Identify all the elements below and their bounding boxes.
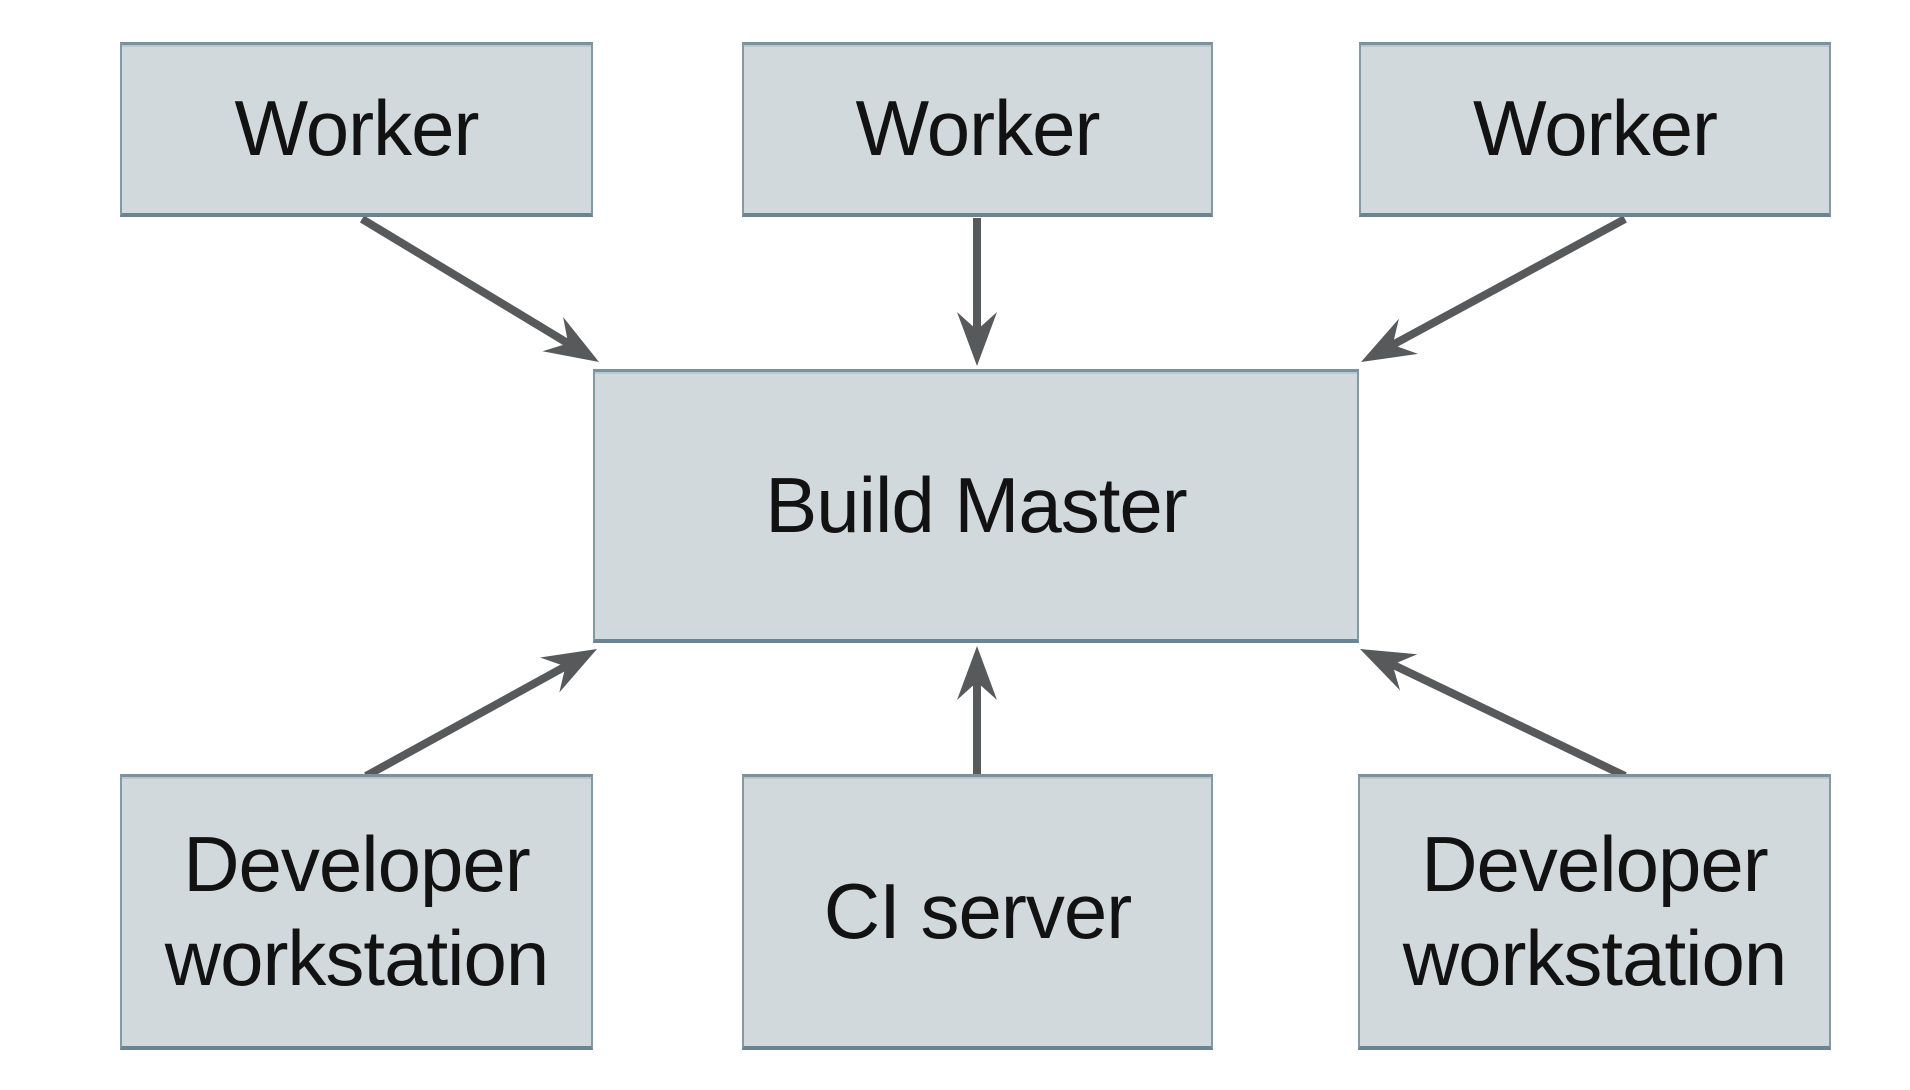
node-ci-server-label: CI server: [823, 866, 1132, 955]
node-worker-3: Worker: [1359, 42, 1831, 217]
arrow-worker-2-to-build-master: [957, 218, 997, 366]
node-worker-1-label: Worker: [234, 84, 480, 173]
node-developer-workstation-1: Developer workstation: [120, 774, 593, 1050]
arrow-worker-1-to-build-master: [359, 215, 599, 362]
arrow-developer-workstation-2-to-build-master: [1360, 649, 1627, 780]
node-build-master: Build Master: [593, 369, 1359, 643]
node-worker-2: Worker: [742, 42, 1213, 217]
node-developer-workstation-2-label: Developer workstation: [1402, 819, 1787, 1002]
node-worker-2-label: Worker: [855, 84, 1101, 173]
arrow-worker-3-to-build-master: [1361, 215, 1627, 362]
arrow-developer-workstation-1-to-build-master: [364, 649, 597, 780]
arrow-ci-server-to-build-master: [957, 646, 997, 776]
node-worker-1: Worker: [120, 42, 593, 217]
node-developer-workstation-2: Developer workstation: [1358, 774, 1831, 1050]
node-developer-workstation-1-label: Developer workstation: [164, 819, 549, 1002]
node-worker-3-label: Worker: [1473, 84, 1718, 173]
node-build-master-label: Build Master: [765, 460, 1187, 549]
node-ci-server: CI server: [742, 774, 1213, 1050]
